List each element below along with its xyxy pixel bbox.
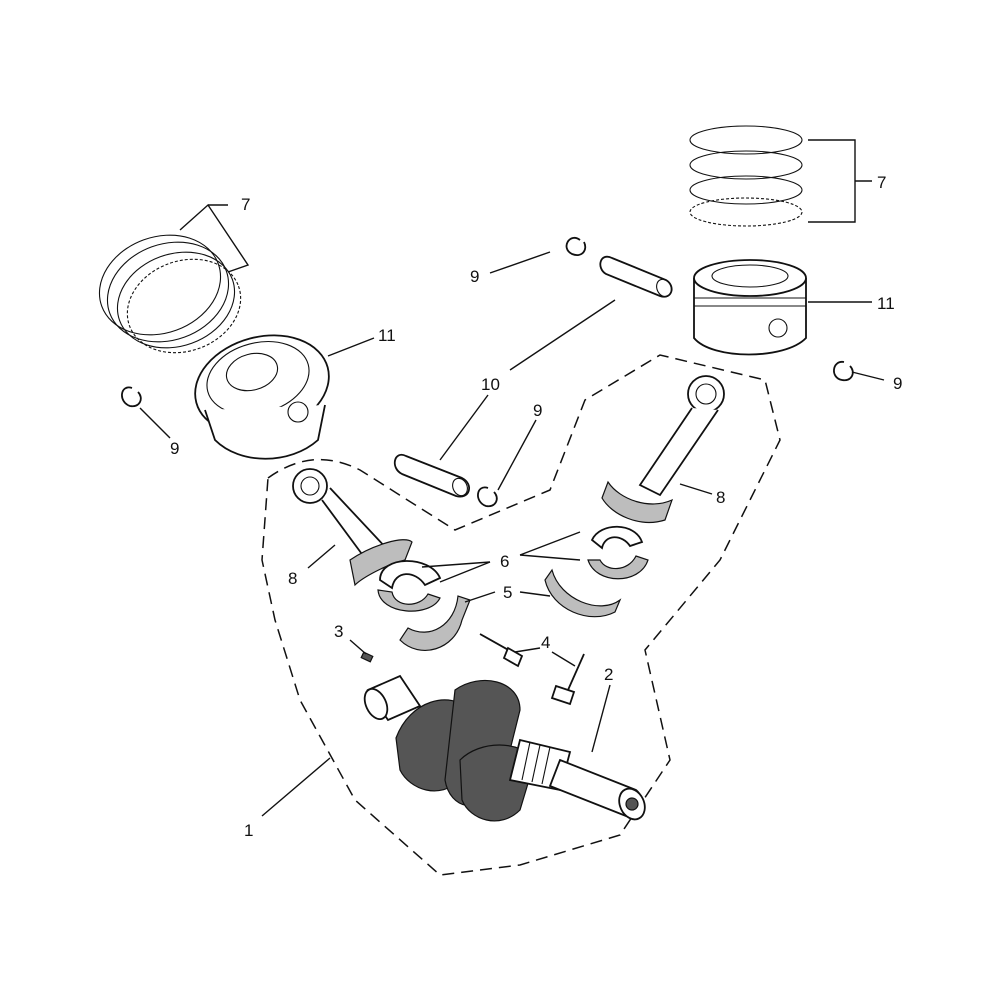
wrist-pin-lower xyxy=(393,453,470,498)
crankshaft xyxy=(363,674,646,822)
callout-labels: 7 7 11 11 9 9 9 9 10 8 8 6 5 4 3 2 1 xyxy=(170,173,902,840)
assembly-boundary xyxy=(261,354,781,876)
wrist-pin-upper xyxy=(599,255,673,298)
piston-rings-right xyxy=(689,125,803,227)
piston-rings-left xyxy=(98,234,242,354)
piston-right xyxy=(693,259,807,356)
callout-10: 10 xyxy=(481,375,500,394)
callout-9-left: 9 xyxy=(170,439,179,458)
callout-2: 2 xyxy=(604,665,613,684)
circlip-left xyxy=(121,386,142,408)
callout-7-right: 7 xyxy=(877,173,886,192)
circlip-right xyxy=(833,361,854,382)
callout-8-left: 8 xyxy=(288,569,297,588)
callout-4: 4 xyxy=(541,633,550,652)
circlip-upper xyxy=(565,237,587,256)
callout-1: 1 xyxy=(244,821,253,840)
callout-8-right: 8 xyxy=(716,488,725,507)
callout-6: 6 xyxy=(500,552,509,571)
callout-7-left: 7 xyxy=(241,195,250,214)
callout-11-right: 11 xyxy=(877,294,895,313)
bearing-shells-right xyxy=(587,525,649,580)
connecting-rod-right xyxy=(601,375,725,524)
piston-left xyxy=(194,334,330,460)
leader-lines xyxy=(139,139,885,817)
callout-5: 5 xyxy=(503,583,512,602)
callout-9-right: 9 xyxy=(893,374,902,393)
rod-cap-left xyxy=(399,595,471,651)
bearing-shells-left xyxy=(377,560,442,612)
callout-11-left: 11 xyxy=(378,326,396,345)
callout-3: 3 xyxy=(334,622,343,641)
callout-9-upper: 9 xyxy=(470,267,479,286)
rod-bolt-left xyxy=(479,633,524,668)
woodruff-key xyxy=(360,651,374,663)
rod-bolt-right xyxy=(550,653,585,706)
connecting-rod-left xyxy=(292,468,413,587)
rod-cap-right xyxy=(544,568,622,618)
callout-9-lower: 9 xyxy=(533,401,542,420)
circlip-lower xyxy=(477,486,498,508)
